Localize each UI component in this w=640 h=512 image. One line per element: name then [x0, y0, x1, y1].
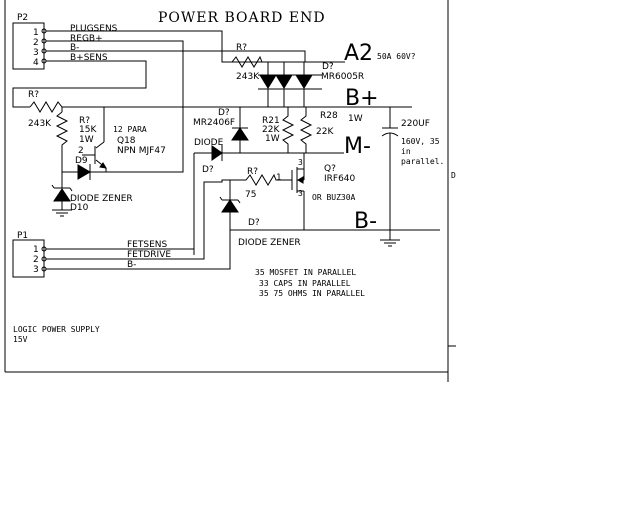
- node-a2: A2: [344, 41, 373, 66]
- p2-pin-2: 2: [33, 38, 39, 48]
- r-left-ref: R?: [28, 90, 39, 100]
- top-resistor: [222, 55, 345, 68]
- note-caps: 33 CAPS IN PARALLEL: [259, 279, 351, 288]
- r-mid-pow: 1W: [79, 135, 94, 145]
- r28-ref: R28: [320, 111, 338, 121]
- diode-d9: [62, 164, 110, 180]
- q18-ref: Q18: [117, 136, 136, 146]
- p2-pin-4: 4: [33, 58, 39, 68]
- zener-2: [219, 196, 241, 260]
- p2-net-bminus: B-: [70, 43, 79, 53]
- r-top-val: 243K: [236, 72, 260, 82]
- p2-pin-1: 1: [33, 28, 39, 38]
- capacitor-220uf: [380, 107, 400, 247]
- r21-val: 22K: [262, 125, 280, 135]
- p1-pin-3: 3: [33, 265, 39, 275]
- r-15k: [55, 111, 69, 188]
- pin-3a: 3: [298, 158, 303, 167]
- mosfet-q: [291, 165, 305, 230]
- r21-ref: R21: [262, 116, 280, 126]
- node-bminus: B-: [354, 209, 377, 234]
- node-mminus: M-: [344, 134, 371, 159]
- logic-supply-line1: LOGIC POWER SUPPLY: [13, 325, 100, 334]
- p1-wires: [46, 179, 231, 270]
- bplus-bus: [29, 101, 412, 128]
- r28: [299, 107, 313, 153]
- connector-p2: [12, 22, 47, 70]
- dmr-val: MR2406F: [193, 118, 235, 128]
- connector-p1: [12, 239, 47, 278]
- cap-note-2: in: [401, 147, 411, 156]
- d-top-ref: D?: [322, 62, 334, 72]
- q-val: IRF640: [324, 174, 356, 184]
- edge-mark: D: [451, 171, 456, 180]
- r-75: [229, 173, 292, 200]
- transistor-q18: [82, 128, 107, 172]
- p1-label: P1: [17, 231, 28, 241]
- pin-3b: 3: [298, 189, 303, 198]
- r21: [281, 107, 295, 153]
- diode-ref: D?: [202, 165, 214, 175]
- p2-pin-3: 3: [33, 48, 39, 58]
- p1-net-fetdrive: FETDRIVE: [127, 250, 171, 260]
- diode-type: DIODE: [194, 138, 224, 148]
- cap-note-3: parallel.: [401, 157, 444, 166]
- node-bplus: B+: [345, 86, 379, 111]
- p1-pin-2: 2: [33, 255, 39, 265]
- cap-note-1: 160V, 35: [401, 137, 440, 146]
- cap-val: 220UF: [401, 119, 430, 129]
- zener2-ref: D?: [248, 218, 260, 228]
- p2-label: P2: [17, 13, 28, 23]
- note-mosfet: 35 MOSFET IN PARALLEL: [255, 268, 356, 277]
- dmr-ref: D?: [218, 108, 230, 118]
- p1-net-bminus: B-: [127, 260, 136, 270]
- p2-net-bplussens: B+SENS: [70, 53, 108, 63]
- q-alt: OR BUZ30A: [312, 193, 356, 202]
- q-ref: Q?: [324, 164, 336, 174]
- logic-supply-line2: 15V: [13, 335, 28, 344]
- p2-net-plugsens: PLUGSENS: [70, 24, 118, 34]
- r75-ref: R?: [247, 167, 258, 177]
- p1-pin-1: 1: [33, 245, 39, 255]
- p2-net-regb: REGB+: [70, 34, 103, 44]
- r-left-val: 243K: [28, 119, 52, 129]
- zener-d10: [51, 184, 73, 217]
- power-diodes: [258, 62, 322, 107]
- r75-val: 75: [245, 190, 256, 200]
- diode-mr2406f: [231, 107, 249, 153]
- sheet-frame: [4, 0, 456, 382]
- d9-ref: D9: [75, 156, 88, 166]
- note-ohms: 35 75 OHMS IN PARALLEL: [259, 289, 365, 298]
- pin-2: 2: [78, 146, 84, 156]
- d-top-val: MR6005R: [321, 72, 364, 82]
- r28-val: 22K: [316, 127, 334, 137]
- d10-ref: D10: [70, 203, 89, 213]
- q18-note: 12 PARA: [113, 125, 147, 134]
- r-top-ref: R?: [236, 43, 247, 53]
- d-top-rating: 50A 60V?: [377, 52, 416, 61]
- q18-val: NPN MJF47: [117, 146, 166, 156]
- r21-pow: 1W: [265, 134, 280, 144]
- mminus-bus: [222, 152, 344, 165]
- r-mid-val: 15K: [79, 125, 97, 135]
- r75-pin: 1: [276, 173, 282, 183]
- d10-type: DIODE ZENER: [70, 194, 133, 204]
- page-title: POWER BOARD END: [158, 10, 326, 26]
- p1-net-fetsens: FETSENS: [127, 240, 167, 250]
- zener2-type: DIODE ZENER: [238, 238, 301, 248]
- bplus-pow: 1W: [348, 114, 363, 124]
- diode-gate: [193, 145, 223, 255]
- r-mid-ref: R?: [79, 116, 90, 126]
